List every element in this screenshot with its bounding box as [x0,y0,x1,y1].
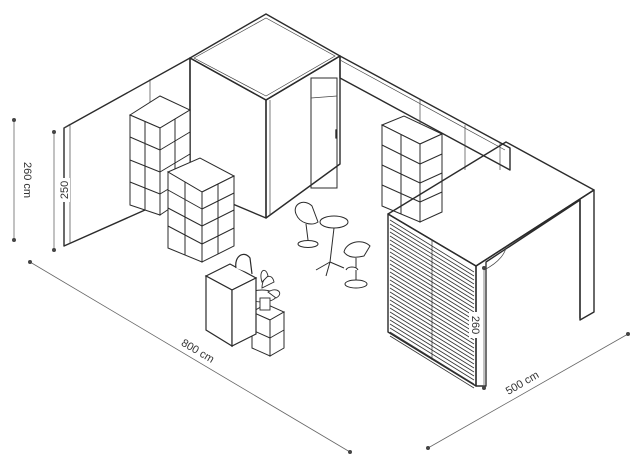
dimension-wall-height: 250 [52,130,71,252]
bar-counter [387,141,595,389]
wall-height-label: 250 [59,181,71,199]
dimension-outer-height: 260 cm [12,118,33,242]
cube-shelf-right [380,115,444,223]
cube-shelf-center [166,157,236,263]
chair-right [343,241,371,289]
depth-label: 500 cm [504,369,541,397]
storage-door [310,77,338,189]
outer-height-label: 260 cm [21,162,33,198]
dimension-counter-height: 260 [469,266,486,390]
louvre-slat [389,335,475,389]
cube-shelf-small [250,303,286,357]
dimension-depth: 500 cm [426,332,630,450]
reception-counter [204,253,258,348]
louvre-slats [389,219,475,389]
chair-left [294,201,319,248]
dimension-length: 800 cm [28,260,352,454]
counter-height-label: 260 [469,316,481,334]
cafe-table [315,215,349,277]
